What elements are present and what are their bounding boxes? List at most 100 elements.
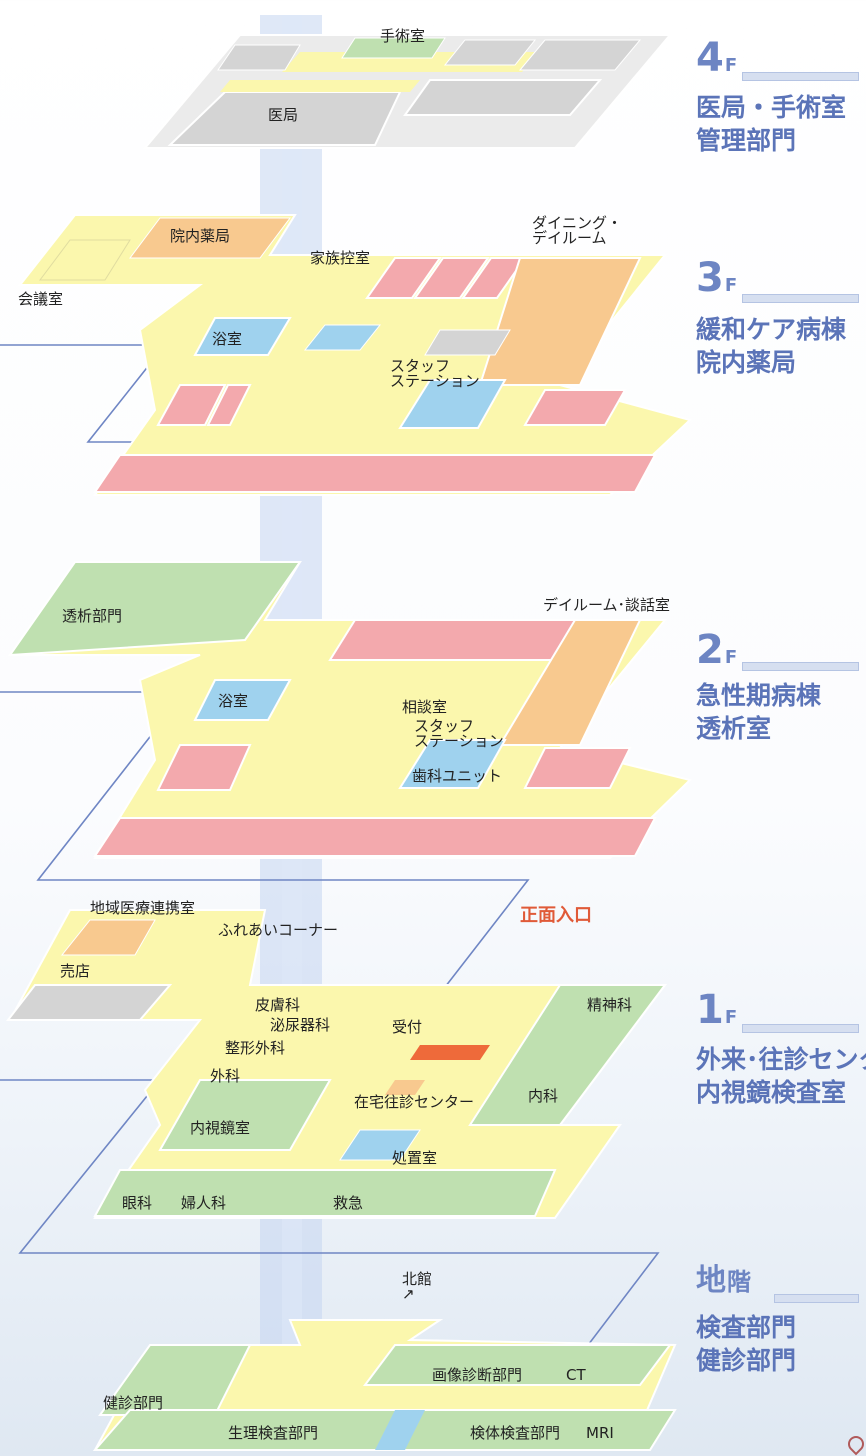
floor-3f-unit: F xyxy=(724,275,738,296)
label-b1-imaging: 画像診断部門 xyxy=(432,1366,523,1384)
label-2f-dayroom: デイルーム･談話室 xyxy=(543,596,671,614)
label-1f-surgery: 外科 xyxy=(210,1067,241,1085)
floor-3f-description: 緩和ケア病棟 院内薬局 xyxy=(696,315,847,377)
floor-b1-number: 地 xyxy=(696,1263,726,1298)
floor-4f-plan xyxy=(142,34,673,149)
floor-1f-underline xyxy=(742,1024,859,1033)
floor-2f-heading: 2F xyxy=(696,630,737,670)
floor-3f-pharmacy xyxy=(129,217,291,259)
floor-b1-plan xyxy=(92,1319,677,1451)
label-1f-emergency: 救急 xyxy=(333,1194,364,1212)
label-1f-homecare: 在宅往診センター xyxy=(354,1093,475,1111)
floor-1f-unit: F xyxy=(724,1007,738,1028)
floor-4f-number: 4 xyxy=(696,35,724,81)
floor-3f-underline xyxy=(742,294,859,303)
floor-1f-outpatient-bottom xyxy=(93,1169,557,1217)
label-2f-dental: 歯科ユニット xyxy=(412,767,503,785)
floor-1f-number: 1 xyxy=(696,987,724,1033)
floor-3f-plan xyxy=(17,214,692,496)
label-b1-north: 北館 ↗ xyxy=(402,1270,433,1303)
label-1f-shop: 売店 xyxy=(60,962,91,980)
floor-4f-heading: 4F xyxy=(696,38,737,78)
floor-2f-dialysis xyxy=(7,561,302,657)
label-3f-staff: スタッフ ステーション xyxy=(390,357,480,390)
floor-2f-plan xyxy=(7,561,692,859)
floor-1f-homecare xyxy=(385,1080,425,1095)
floor-3f-ward-left-1 xyxy=(156,384,227,426)
floor-3f-service xyxy=(424,329,511,356)
label-3f-family-room: 家族控室 xyxy=(310,249,371,267)
floor-4f-description: 医局・手術室 管理部門 xyxy=(696,93,847,155)
label-3f-meeting: 会議室 xyxy=(18,290,64,308)
floor-2f-unit: F xyxy=(724,647,738,668)
floor-3f-ward-left-2 xyxy=(206,384,252,426)
label-b1-specimen: 検体検査部門 xyxy=(470,1424,561,1442)
floor-3f-heading: 3F xyxy=(696,258,737,298)
floor-b1-description: 検査部門 健診部門 xyxy=(696,1313,797,1375)
label-2f-dialysis: 透析部門 xyxy=(62,607,123,625)
label-1f-gyn: 婦人科 xyxy=(181,1194,227,1212)
label-3f-pharmacy: 院内薬局 xyxy=(170,227,231,245)
floor-b1-imaging xyxy=(363,1344,672,1386)
label-3f-bath: 浴室 xyxy=(212,330,243,348)
floor-2f-ward-left xyxy=(156,744,252,791)
label-4f-operating: 手術室 xyxy=(380,27,426,45)
floor-2f-ward-top xyxy=(328,619,582,661)
label-b1-physio: 生理検査部門 xyxy=(228,1424,319,1442)
label-1f-uro: 泌尿器科 xyxy=(270,1016,331,1034)
label-1f-eye: 眼科 xyxy=(122,1194,153,1212)
label-1f-internal: 内科 xyxy=(528,1087,559,1105)
floor-2f-description: 急性期病棟 透析室 xyxy=(696,681,822,743)
label-1f-fureai: ふれあいコーナー xyxy=(218,921,339,939)
label-b1-mri: MRI xyxy=(586,1424,614,1442)
floor-1f-regional xyxy=(60,919,156,956)
floor-1f-plan xyxy=(5,909,667,1219)
floor-3f-ward-row xyxy=(93,454,657,493)
floor-3f-meeting-room xyxy=(39,239,131,281)
connector-1f xyxy=(0,1079,660,1354)
connector-2f xyxy=(0,691,530,1001)
floor-2f-underline xyxy=(742,662,859,671)
floor-2f-bath xyxy=(193,679,292,721)
floor-2f-ward-right xyxy=(523,747,632,789)
floor-3f-ward-top-3 xyxy=(461,257,527,299)
floor-3f-bath xyxy=(193,317,292,356)
label-1f-reception: 受付 xyxy=(392,1018,423,1036)
floor-4f-underline xyxy=(742,72,859,81)
label-1f-endoscopy: 内視鏡室 xyxy=(190,1119,251,1137)
label-4f-medical-office: 医局 xyxy=(268,106,299,124)
floor-3f-staff-1 xyxy=(303,324,382,351)
label-1f-regional: 地域医療連携室 xyxy=(90,899,196,917)
floor-b1-underline xyxy=(774,1294,859,1303)
floor-b1-room-blue xyxy=(375,1410,425,1450)
label-b1-checkup: 健診部門 xyxy=(103,1394,164,1412)
label-b1-ct: CT xyxy=(566,1366,586,1384)
floor-1f-description: 外来･往診センター 内視鏡検査室 xyxy=(696,1045,866,1107)
label-1f-psych: 精神科 xyxy=(587,996,633,1014)
floor-3f-staff-2 xyxy=(398,379,507,429)
floor-3f-number: 3 xyxy=(696,255,724,301)
floor-4f-room-d xyxy=(217,44,301,71)
floor-4f-room-a xyxy=(443,39,537,66)
floor-1f-treatment xyxy=(339,1129,421,1161)
floor-1f-shop xyxy=(5,984,173,1021)
floor-b1-heading: 地階 xyxy=(696,1262,751,1297)
floor-1f-reception xyxy=(410,1045,490,1060)
floor-4f-room-c xyxy=(403,79,603,116)
floor-4f-corridor-b xyxy=(220,80,420,92)
floor-2f-ward-row xyxy=(93,817,657,857)
label-1f-treatment: 処置室 xyxy=(392,1149,438,1167)
floor-4f-unit: F xyxy=(724,55,738,76)
floor-4f-operating xyxy=(341,37,446,59)
floor-4f-room-b xyxy=(518,39,642,71)
floor-1f-outpatient-right xyxy=(468,984,667,1126)
floor-1f-heading: 1F xyxy=(696,990,737,1030)
floor-3f-ward-top-1 xyxy=(365,257,442,299)
floor-b1-unit: 階 xyxy=(727,1268,751,1296)
label-1f-entrance: 正面入口 xyxy=(520,905,592,926)
floor-1f-outpatient-left xyxy=(158,1079,332,1151)
floor-3f-ward-top-2 xyxy=(413,257,490,299)
label-2f-bath: 浴室 xyxy=(218,692,249,710)
label-2f-consult: 相談室 xyxy=(402,698,448,716)
